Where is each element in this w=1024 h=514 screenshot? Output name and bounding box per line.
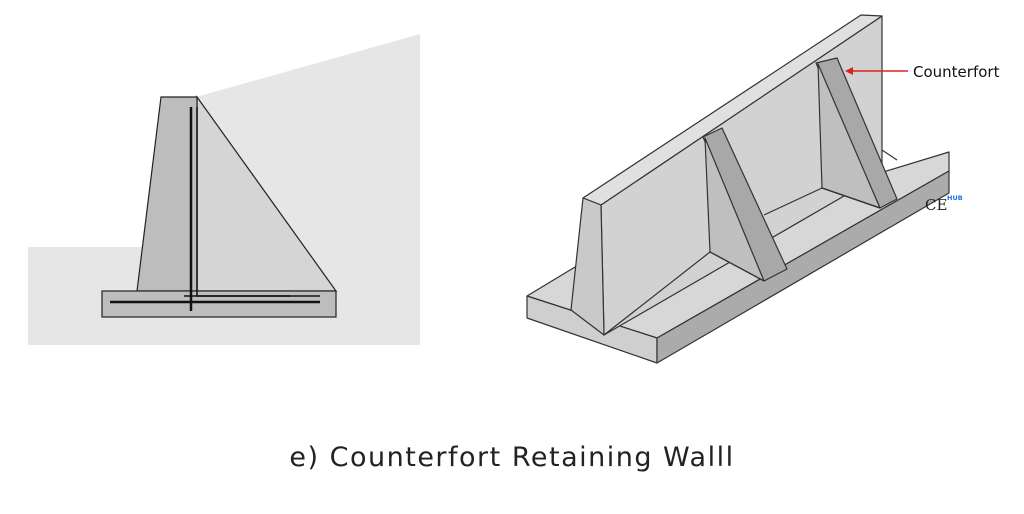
isometric-diagram <box>526 14 950 364</box>
bay-3-corner <box>881 149 898 161</box>
counterfort-callout: Counterfort <box>845 63 1000 81</box>
watermark-main: CE <box>925 196 947 214</box>
cross-section-diagram <box>28 34 420 345</box>
callout-arrowhead <box>845 67 853 75</box>
watermark-superscript: HUB <box>947 194 963 202</box>
counterfort-label: Counterfort <box>913 63 1000 81</box>
base-slab-side <box>656 170 950 364</box>
figure-caption: e) Counterfort Retaining Walll <box>289 442 735 473</box>
stem-wall <box>136 96 198 292</box>
cehub-watermark: CE HUB <box>925 194 963 214</box>
stem-end-face <box>570 197 605 336</box>
bay-1-corner <box>603 251 765 336</box>
base-slab <box>101 290 337 318</box>
bay-2-corner <box>763 187 881 216</box>
below-base-soil <box>28 316 420 345</box>
